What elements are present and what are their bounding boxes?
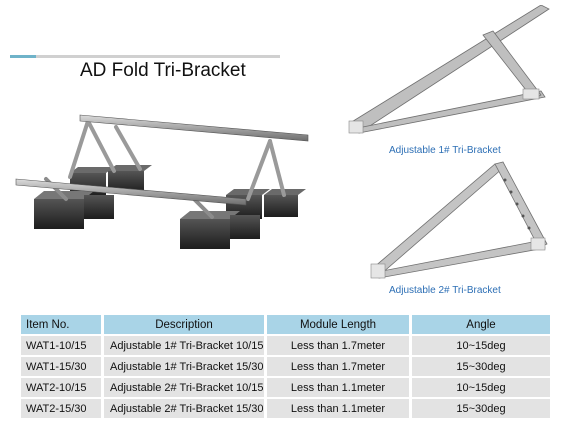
cell-module-length: Less than 1.1meter — [267, 378, 409, 397]
cell-angle: 15~30deg — [412, 399, 550, 418]
adjustable-1-tri-bracket-illustration — [348, 5, 550, 134]
title-underline — [10, 55, 280, 58]
header-module-length: Module Length — [267, 315, 409, 334]
bracket-legs — [68, 119, 286, 201]
ballast-blocks-front — [34, 191, 260, 249]
table-row: WAT2-10/15 Adjustable 2# Tri-Bracket 10/… — [21, 378, 550, 397]
cell-item-no: WAT1-15/30 — [21, 357, 101, 376]
bottom-rail — [15, 178, 247, 206]
cell-module-length: Less than 1.7meter — [267, 336, 409, 355]
cell-item-no: WAT2-15/30 — [21, 399, 101, 418]
bracket1-caption: Adjustable 1# Tri-Bracket — [389, 145, 501, 156]
table-row: WAT1-10/15 Adjustable 1# Tri-Bracket 10/… — [21, 336, 550, 355]
ballast-blocks-back — [70, 165, 306, 219]
table-header-row: Item No. Description Module Length Angle — [21, 315, 550, 334]
cell-module-length: Less than 1.1meter — [267, 399, 409, 418]
spec-table: Item No. Description Module Length Angle… — [18, 313, 553, 420]
cell-angle: 10~15deg — [412, 336, 550, 355]
tri-bracket-assembly-illustration — [15, 114, 309, 249]
title-accent — [10, 55, 36, 58]
header-description: Description — [104, 315, 264, 334]
cell-item-no: WAT2-10/15 — [21, 378, 101, 397]
cell-item-no: WAT1-10/15 — [21, 336, 101, 355]
table-row: WAT1-15/30 Adjustable 1# Tri-Bracket 15/… — [21, 357, 550, 376]
cell-angle: 10~15deg — [412, 378, 550, 397]
cell-description: Adjustable 2# Tri-Bracket 10/15 — [104, 378, 264, 397]
header-item-no: Item No. — [21, 315, 101, 334]
cell-description: Adjustable 2# Tri-Bracket 15/30 — [104, 399, 264, 418]
cell-module-length: Less than 1.7meter — [267, 357, 409, 376]
page-title: AD Fold Tri-Bracket — [80, 60, 246, 81]
top-rail — [79, 114, 309, 142]
table-row: WAT2-15/30 Adjustable 2# Tri-Bracket 15/… — [21, 399, 550, 418]
cell-description: Adjustable 1# Tri-Bracket 10/15 — [104, 336, 264, 355]
header-angle: Angle — [412, 315, 550, 334]
cell-angle: 15~30deg — [412, 357, 550, 376]
bracket2-caption: Adjustable 2# Tri-Bracket — [389, 285, 501, 296]
cell-description: Adjustable 1# Tri-Bracket 15/30 — [104, 357, 264, 376]
adjustable-2-tri-bracket-illustration — [370, 161, 548, 279]
